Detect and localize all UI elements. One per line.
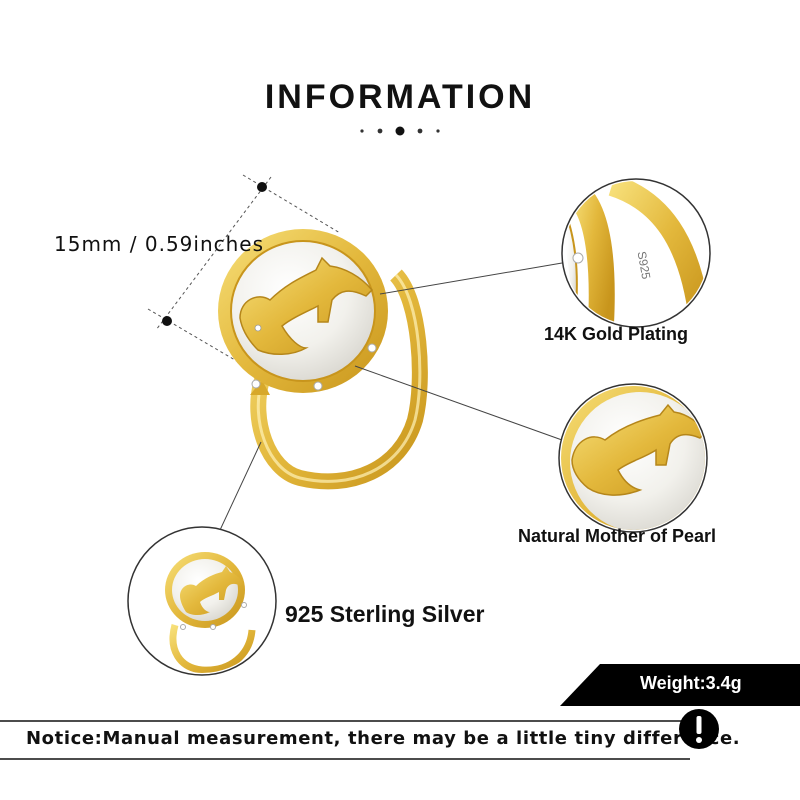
notice-frame [0, 720, 690, 760]
dimension-guides [147, 174, 341, 364]
ring-thumbnail [127, 526, 277, 676]
title-dots-decoration [360, 126, 440, 136]
weight-label: Weight:3.4g [640, 673, 742, 693]
notice-text: Notice:Manual measurement, there may be … [26, 728, 741, 749]
svg-text:S925: S925 [635, 250, 654, 280]
dimension-label: 15mm / 0.59inches [54, 232, 265, 256]
ring-image [218, 229, 428, 490]
pearl-closeup [558, 383, 708, 533]
gold-plating-closeup: S925 [561, 178, 711, 328]
feature-label-gold-plating: 14K Gold Plating [544, 324, 689, 344]
feature-label-pearl: Natural Mother of Pearl [518, 526, 717, 546]
feature-label-silver: 925 Sterling Silver [285, 601, 485, 627]
exclamation-icon [679, 709, 719, 749]
page-title: INFORMATION [264, 78, 536, 116]
weight-banner [560, 664, 800, 706]
